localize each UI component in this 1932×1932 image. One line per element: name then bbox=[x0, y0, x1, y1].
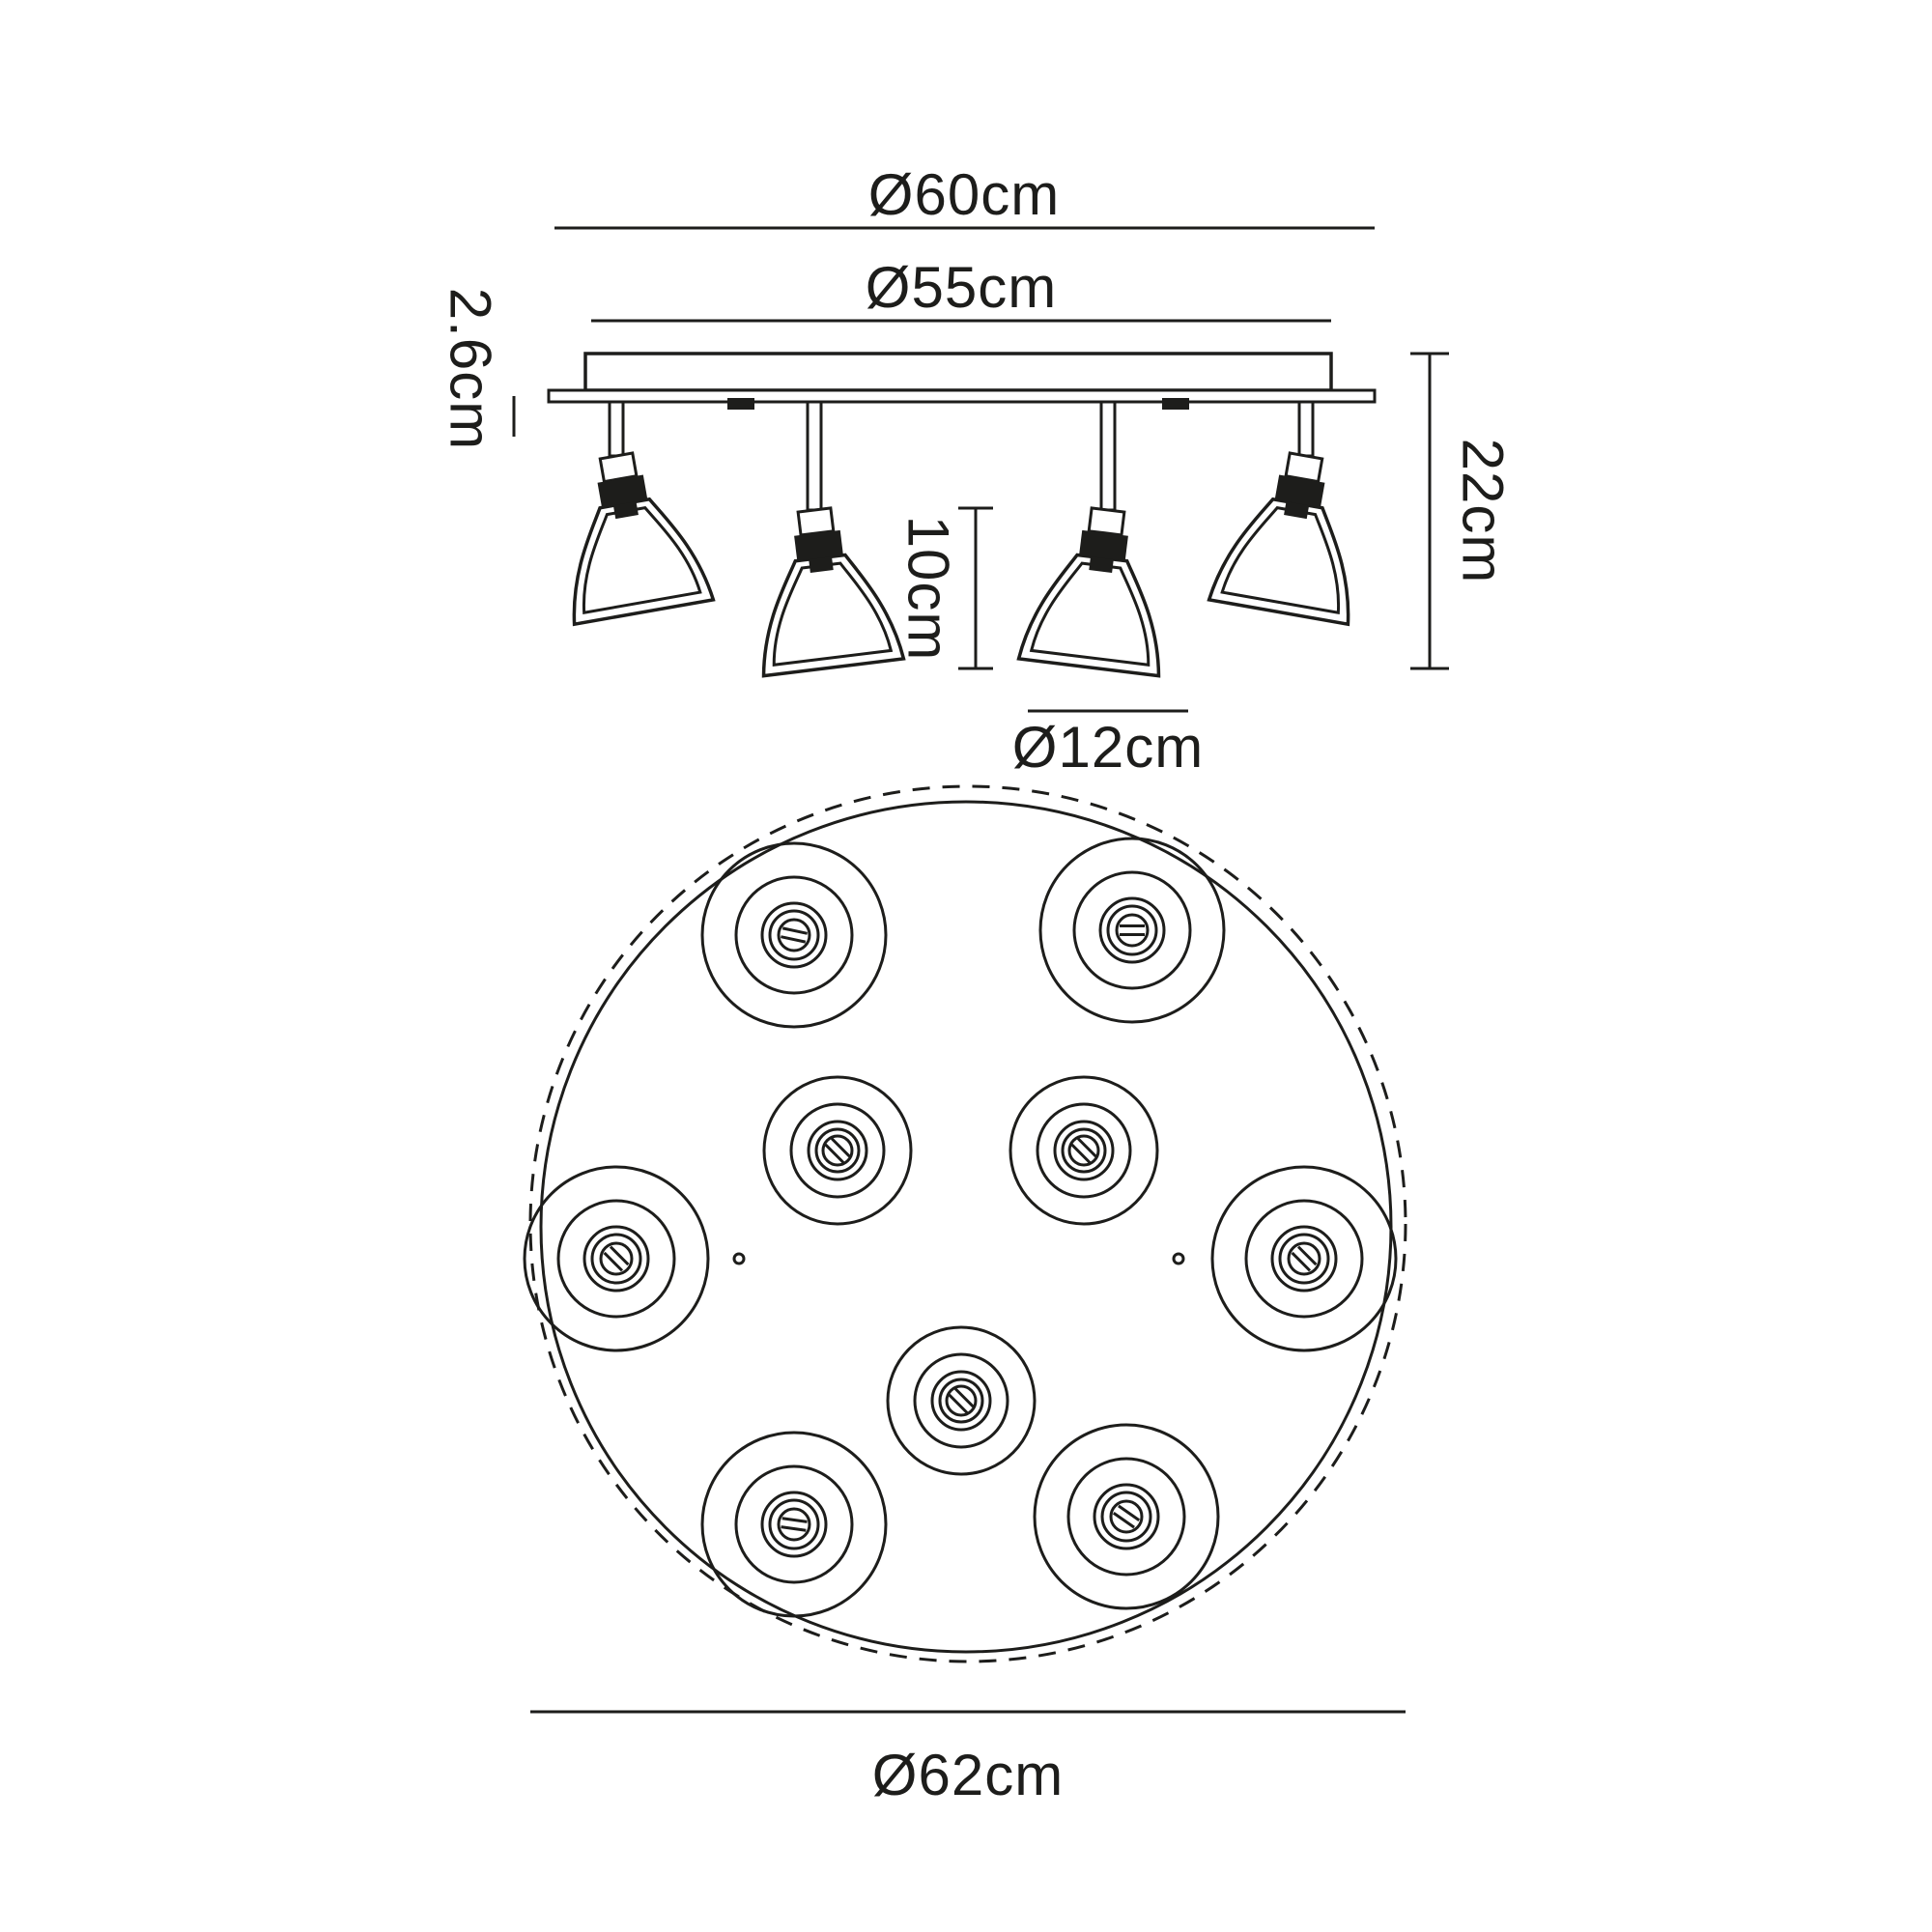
lamp-head bbox=[742, 499, 906, 678]
dim-62-label: Ø62cm bbox=[872, 1743, 1064, 1807]
spotlight-right bbox=[1210, 1165, 1398, 1352]
screw-slot-icon bbox=[948, 1387, 975, 1414]
screw-slot-icon bbox=[1118, 924, 1147, 936]
lamp-head bbox=[1207, 441, 1378, 626]
screw-slot-icon bbox=[603, 1245, 630, 1272]
lamp-stem bbox=[1297, 400, 1315, 458]
dim-55-label: Ø55cm bbox=[866, 255, 1057, 320]
spotlight-center bbox=[886, 1325, 1037, 1476]
spotlight-bottom-left bbox=[700, 1431, 888, 1618]
screw-slot-icon bbox=[780, 1517, 809, 1532]
lamp-stem bbox=[806, 400, 823, 512]
dim-10-label: 10cm bbox=[895, 516, 960, 662]
mount-clip-right bbox=[1162, 398, 1189, 410]
plate-outline-solid bbox=[539, 800, 1393, 1654]
lamp-head bbox=[1016, 499, 1180, 678]
dim-2-6-label: 2.6cm bbox=[438, 288, 502, 450]
screw-slot-icon bbox=[1291, 1245, 1318, 1272]
fixing-hole-right bbox=[1172, 1252, 1185, 1265]
lamp-4 bbox=[1207, 400, 1378, 626]
spotlight-upper-mid-left bbox=[762, 1075, 913, 1226]
plan-view: Ø62cm bbox=[523, 784, 1407, 1807]
screw-slot-icon bbox=[779, 926, 810, 944]
dim-22-label: 22cm bbox=[1450, 439, 1515, 584]
lamp-3 bbox=[1016, 400, 1180, 678]
screw-slot-icon bbox=[1112, 1504, 1141, 1529]
spotlight-left bbox=[523, 1165, 710, 1352]
lamp-stem bbox=[608, 400, 625, 458]
mount-clip-left bbox=[727, 398, 754, 410]
side-view: Ø60cm Ø55cm 2.6cm bbox=[438, 162, 1515, 780]
screw-slot-icon bbox=[1070, 1137, 1097, 1164]
screw-slot-icon bbox=[824, 1137, 851, 1164]
ceiling-plate bbox=[583, 352, 1333, 392]
spotlight-top-left bbox=[700, 841, 888, 1029]
plate-outline-dashed bbox=[528, 784, 1407, 1663]
fixing-hole-left bbox=[732, 1252, 746, 1265]
dim-60-label: Ø60cm bbox=[868, 162, 1060, 227]
dim-12-label: Ø12cm bbox=[1012, 715, 1204, 780]
lamp-head bbox=[545, 441, 716, 626]
spotlight-bottom-right bbox=[1033, 1423, 1220, 1610]
spotlight-top-right bbox=[1038, 837, 1226, 1024]
spotlight-upper-mid-right bbox=[1009, 1075, 1159, 1226]
lamp-2 bbox=[742, 400, 906, 678]
lamp-stem bbox=[1099, 400, 1117, 512]
lamp-1 bbox=[545, 400, 716, 626]
mounting-bar bbox=[547, 388, 1377, 404]
